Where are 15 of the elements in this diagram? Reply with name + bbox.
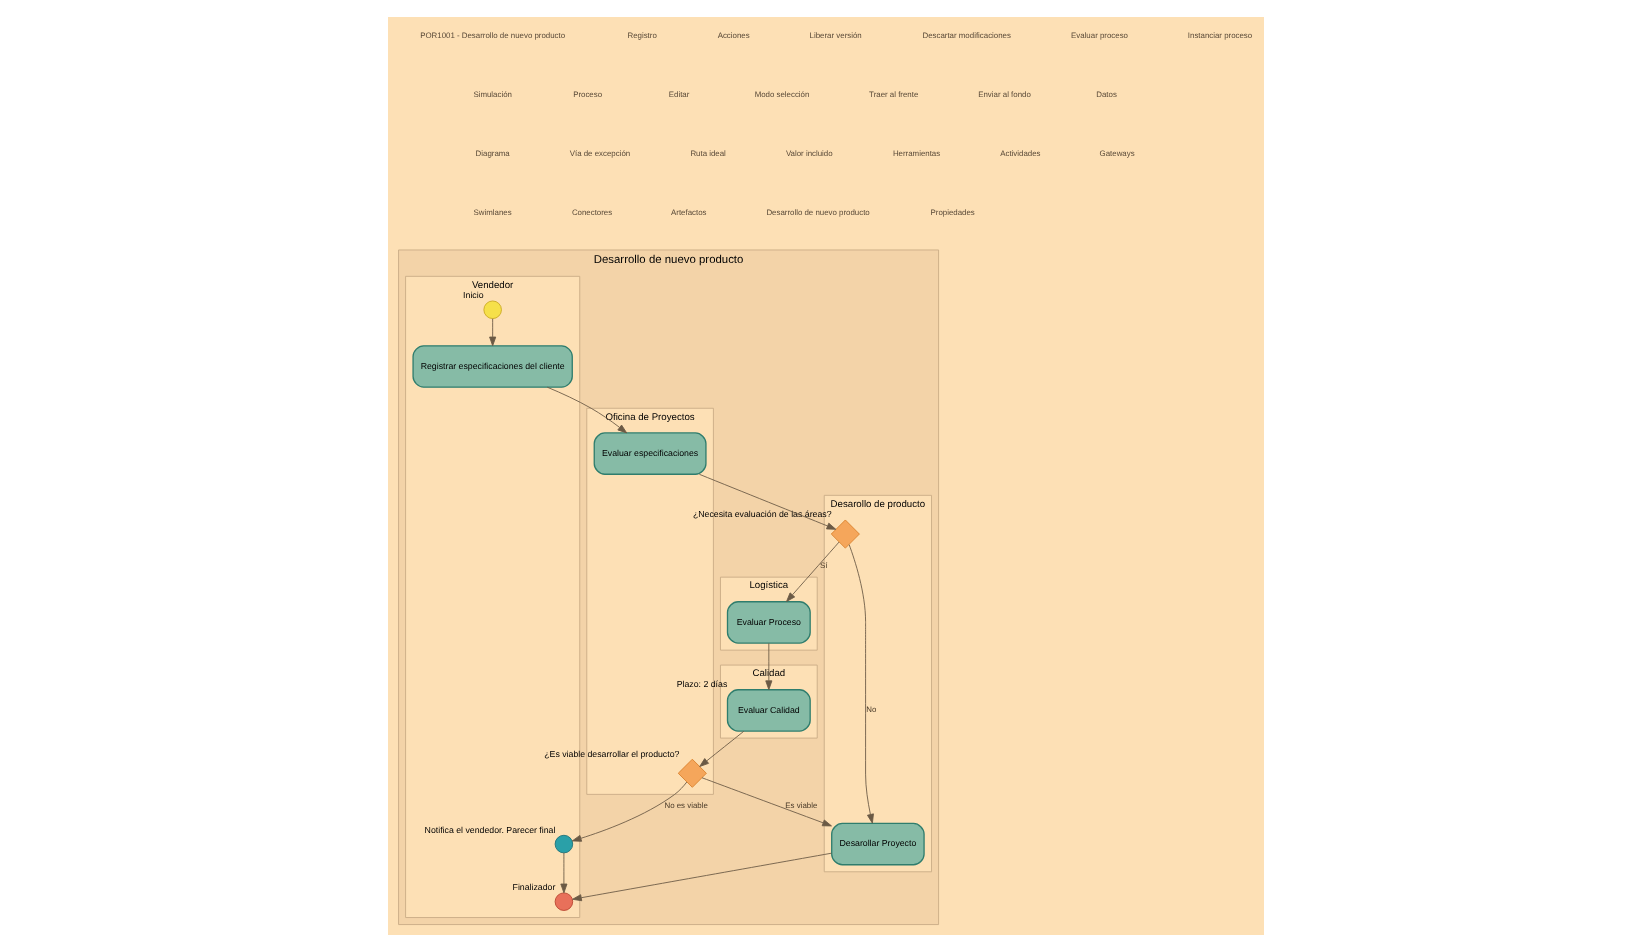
arrow [560,852,568,894]
arrow [489,318,497,347]
arrow [572,852,832,902]
node-circle [483,300,502,319]
arrow [546,386,628,434]
arrow [786,541,840,602]
arrow [701,777,832,827]
arrow [699,730,745,767]
arrow [571,781,688,842]
arrow [698,473,837,530]
arrow [848,544,874,824]
node-diamond [830,519,860,549]
arrow [765,642,773,691]
node-circle [554,892,574,911]
node-circle [554,834,574,854]
